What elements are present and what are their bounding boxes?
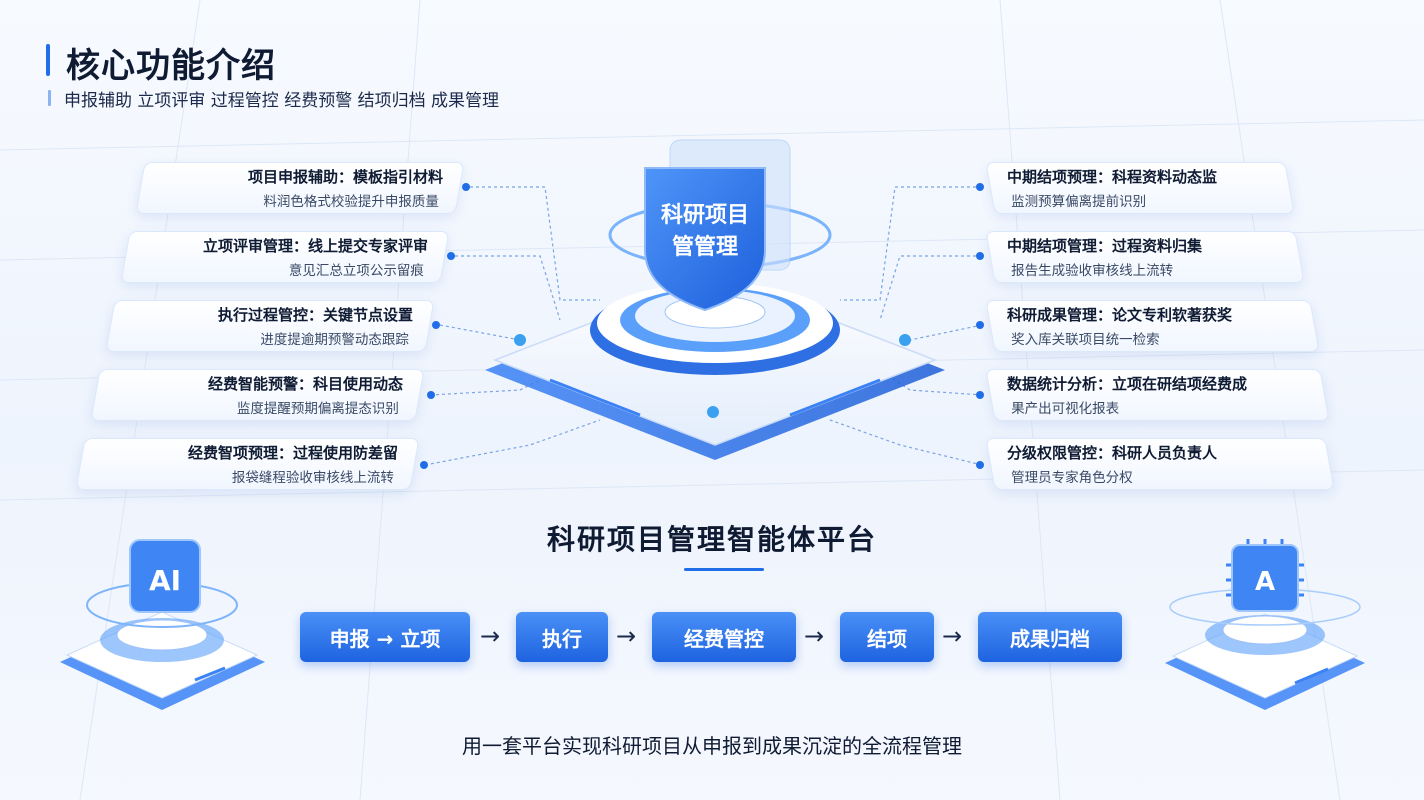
title-accent-bar	[46, 44, 50, 76]
flow-arrow-icon: →	[942, 622, 963, 650]
card-desc: 料润色格式校验提升申报质量	[263, 194, 439, 210]
feature-card-midterm-management: 中期结项管理：过程资料归集 报告生成验收审核线上流转	[985, 231, 1305, 283]
footer-caption: 用一套平台实现科研项目从申报到成果沉淀的全流程管理	[462, 734, 962, 758]
feature-card-achievement-management: 科研成果管理：论文专利软著获奖 奖入库关联项目统一检索	[985, 300, 1320, 352]
card-title: 立项评审管理：线上提交专家评审	[203, 237, 429, 255]
card-desc: 管理员专家角色分权	[1011, 470, 1133, 486]
platform-node	[707, 406, 719, 418]
flow-step-apply-approve: 申报 → 立项	[300, 612, 470, 662]
flow-step-closure: 结项	[840, 612, 934, 662]
shield-text-line2: 管管理	[672, 234, 738, 260]
feature-card-permission-control: 分级权限管控：科研人员负责人 管理员专家角色分权	[985, 438, 1335, 490]
central-platform-illustration: 科研项目 管管理	[485, 139, 945, 460]
connector-dot	[976, 391, 984, 399]
page-subtitle: 申报辅助 立项评审 过程管控 经费预警 结项归档 成果管理	[64, 91, 500, 111]
connector-dot	[976, 252, 984, 260]
connector-dot	[976, 183, 984, 191]
connector-dot	[432, 321, 440, 329]
connector-dot	[462, 183, 470, 191]
connector-dot	[427, 391, 435, 399]
platform-title: 科研项目管理智能体平台	[546, 523, 877, 556]
card-title: 经费智能预警：科目使用动态	[208, 375, 404, 393]
flow-step-archive: 成果归档	[978, 612, 1122, 662]
card-title: 分级权限管控：科研人员负责人	[1006, 444, 1217, 462]
feature-card-application-assist: 项目申报辅助：模板指引材料 料润色格式校验提升申报质量	[135, 162, 465, 214]
flow-arrow-icon: →	[480, 622, 501, 650]
feature-card-review-management: 立项评审管理：线上提交专家评审 意见汇总立项公示留痕	[120, 231, 450, 283]
flow-step-fund-control: 经费管控	[652, 612, 796, 662]
feature-card-process-control: 执行过程管控：关键节点设置 进度提逾期预警动态跟踪	[105, 300, 435, 352]
connector-dot	[447, 252, 455, 260]
feature-card-statistics: 数据统计分析：立项在研结项经费成 果产出可视化报表	[985, 369, 1330, 421]
card-title: 中期结项预理：科程资料动态监	[1006, 168, 1217, 186]
card-desc: 进度提逾期预警动态跟踪	[260, 332, 409, 348]
connector-dot	[420, 461, 428, 469]
card-desc: 奖入库关联项目统一检索	[1011, 332, 1160, 348]
ai-badge-right: A	[1255, 567, 1275, 597]
ai-chip-pedestal-right: A	[1165, 539, 1365, 710]
card-title: 中期结项管理：过程资料归集	[1006, 237, 1202, 255]
feature-card-midterm-preview: 中期结项预理：科程资料动态监 监测预算偏离提前识别	[985, 162, 1295, 214]
card-desc: 报告生成验收审核线上流转	[1011, 263, 1174, 279]
card-title: 项目申报辅助：模板指引材料	[248, 168, 444, 186]
flow-arrow-icon: →	[616, 622, 637, 650]
subtitle-accent-bar	[48, 90, 51, 106]
card-desc: 监度提醒预期偏离提态识别	[236, 401, 399, 417]
card-title: 经费智项预理：过程使用防差留	[188, 444, 399, 462]
connector-dot	[976, 461, 984, 469]
card-title: 数据统计分析：立项在研结项经费成	[1006, 375, 1247, 393]
ai-chip-pedestal-left: AI	[60, 539, 265, 710]
flow-arrow-icon: →	[804, 622, 825, 650]
card-desc: 意见汇总立项公示留痕	[288, 263, 424, 279]
card-desc: 监测预算偏离提前识别	[1011, 194, 1147, 210]
card-desc: 果产出可视化报表	[1011, 401, 1120, 417]
page-title: 核心功能介绍	[66, 46, 276, 86]
card-desc: 报袋缝程验收审核线上流转	[231, 470, 394, 486]
feature-card-fund-alert: 经费智能预警：科目使用动态 监度提醒预期偏离提态识别	[90, 369, 425, 421]
platform-node	[899, 334, 911, 346]
platform-title-underline	[684, 568, 764, 571]
shield-text-line1: 科研项目	[661, 203, 749, 228]
connector-dot	[976, 321, 984, 329]
platform-node	[514, 334, 526, 346]
card-title: 执行过程管控：关键节点设置	[218, 306, 414, 324]
ai-badge-left: AI	[149, 564, 181, 597]
feature-card-fund-process: 经费智项预理：过程使用防差留 报袋缝程验收审核线上流转	[75, 438, 420, 490]
card-title: 科研成果管理：论文专利软著获奖	[1006, 306, 1232, 324]
flow-step-execute: 执行	[516, 612, 608, 662]
